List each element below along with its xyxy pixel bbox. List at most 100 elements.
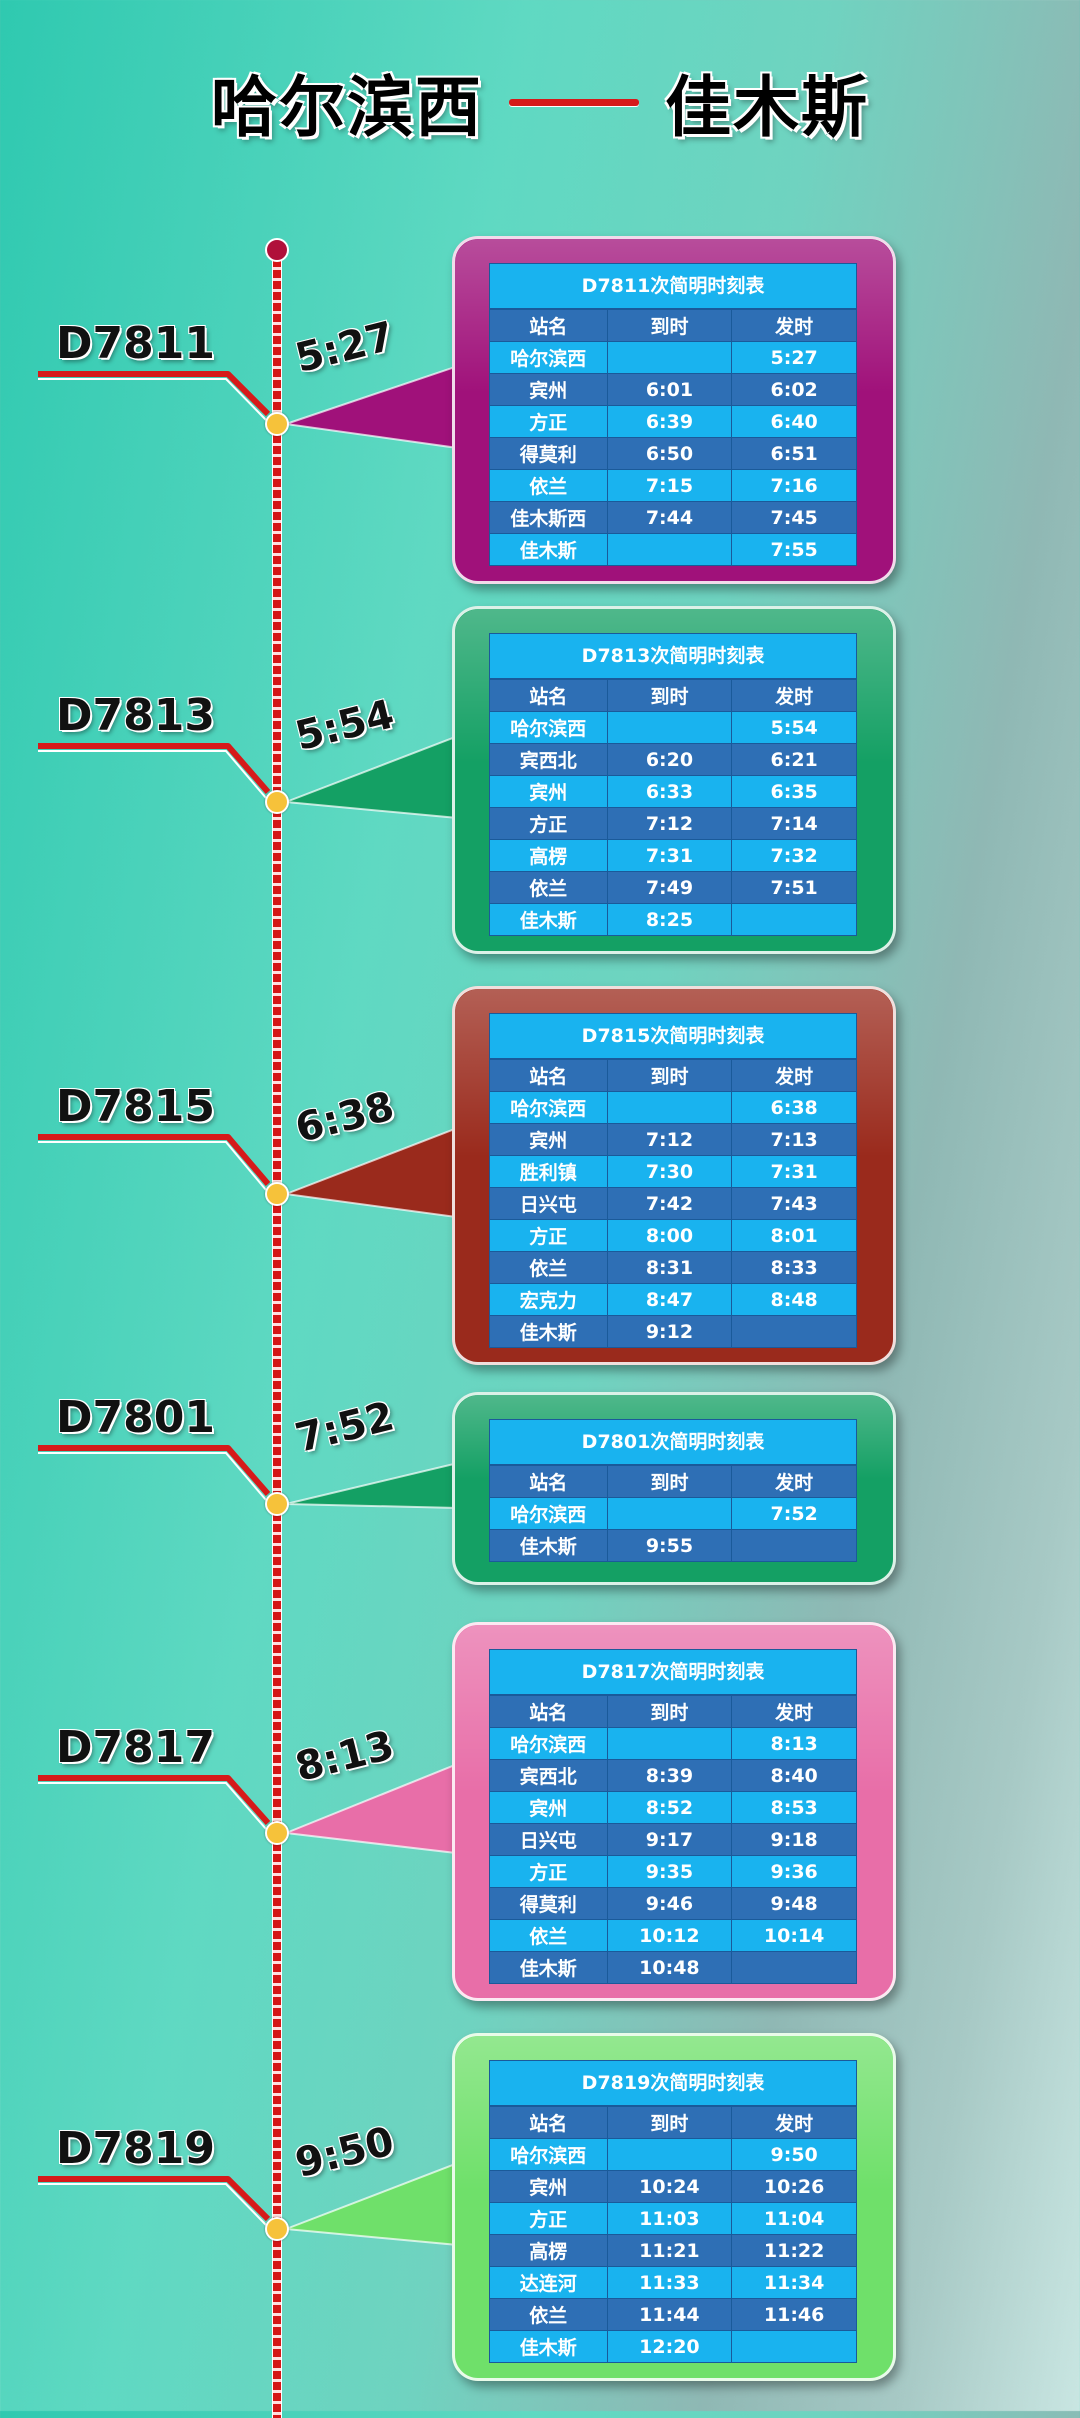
column-header: 到时 [606,679,733,712]
departure-cell: 6:02 [731,373,857,406]
arrival-cell: 7:12 [606,807,733,840]
arrival-cell: 6:50 [606,437,733,470]
train-D7819-bracket-line [38,2176,271,2222]
train-number-label: D7817 [56,1722,215,1773]
departure-cell: 7:51 [731,871,857,904]
arrival-cell [606,341,733,374]
train-D7811-bracket-line [38,371,271,417]
title-destination: 佳木斯 [665,69,869,146]
arrival-cell: 6:01 [606,373,733,406]
station-cell: 依兰 [489,469,608,502]
arrival-cell: 7:49 [606,871,733,904]
station-cell: 方正 [489,2202,608,2235]
arrival-cell: 9:55 [606,1529,733,1562]
arrival-cell [606,1091,733,1124]
station-cell: 依兰 [489,1251,608,1284]
station-cell: 佳木斯 [489,2330,608,2363]
arrival-cell: 7:31 [606,839,733,872]
departure-cell: 10:14 [731,1919,857,1952]
departure-cell: 10:26 [731,2170,857,2203]
departure-cell: 11:22 [731,2234,857,2267]
timetable-title: D7817次简明时刻表 [489,1649,857,1695]
departure-dot [265,2217,289,2241]
departure-cell: 6:38 [731,1091,857,1124]
column-header: 到时 [606,1465,733,1498]
timetable-header-row: 站名到时发时 [489,309,857,342]
arrival-cell: 6:20 [606,743,733,776]
station-cell: 佳木斯西 [489,501,608,534]
column-header: 到时 [606,2106,733,2139]
arrival-cell: 11:33 [606,2266,733,2299]
arrival-cell: 7:42 [606,1187,733,1220]
departure-cell: 8:53 [731,1791,857,1824]
departure-dot [265,1182,289,1206]
station-cell: 高楞 [489,2234,608,2267]
station-cell: 佳木斯 [489,1951,608,1984]
station-cell: 哈尔滨西 [489,1091,608,1124]
arrival-cell: 11:21 [606,2234,733,2267]
station-cell: 宾州 [489,775,608,808]
arrival-cell: 7:44 [606,501,733,534]
departure-cell: 9:36 [731,1855,857,1888]
arrival-cell: 8:00 [606,1219,733,1252]
departure-cell: 7:45 [731,501,857,534]
arrival-cell: 7:12 [606,1123,733,1156]
departure-cell [731,1529,857,1562]
arrival-cell: 9:46 [606,1887,733,1920]
station-cell: 依兰 [489,2298,608,2331]
timetable-title: D7813次简明时刻表 [489,633,857,679]
page-title: 哈尔滨西 佳木斯 [0,62,1080,146]
arrival-cell: 6:33 [606,775,733,808]
station-cell: 日兴屯 [489,1187,608,1220]
departure-cell: 8:13 [731,1727,857,1760]
arrival-cell: 10:12 [606,1919,733,1952]
departure-cell: 9:18 [731,1823,857,1856]
departure-cell: 6:21 [731,743,857,776]
train-number-label: D7819 [56,2123,215,2174]
train-D7817-bracket-line [38,1775,271,1825]
column-header: 到时 [606,1059,733,1092]
arrival-cell: 10:48 [606,1951,733,1984]
departure-cell: 11:46 [731,2298,857,2331]
title-connector-line [509,98,639,106]
departure-dot [265,412,289,436]
timetable-title: D7815次简明时刻表 [489,1013,857,1059]
departure-cell [731,903,857,936]
train-D7819-bracket-highlight [38,2183,267,2226]
station-cell: 宾州 [489,373,608,406]
departure-cell: 6:35 [731,775,857,808]
rail-line [272,248,282,2418]
station-cell: 佳木斯 [489,1315,608,1348]
timetable-title: D7819次简明时刻表 [489,2060,857,2106]
arrival-cell [606,2138,733,2171]
column-header: 站名 [489,679,608,712]
departure-cell: 7:31 [731,1155,857,1188]
arrival-cell [606,711,733,744]
table-row: 哈尔滨西 6:38 [489,1091,857,1124]
station-cell: 依兰 [489,1919,608,1952]
station-cell: 佳木斯 [489,903,608,936]
